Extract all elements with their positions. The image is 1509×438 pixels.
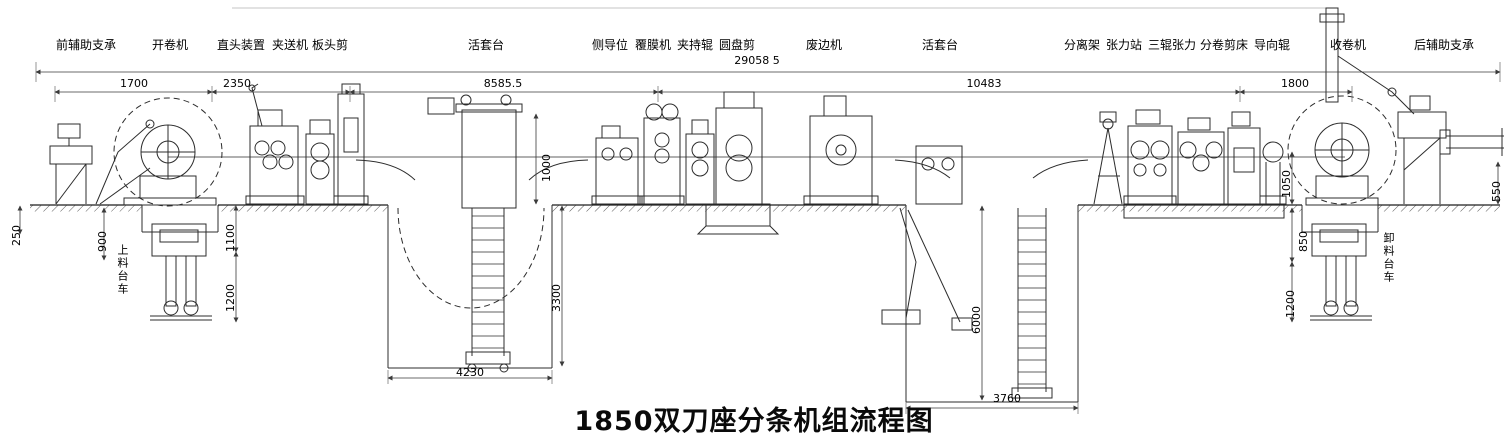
station-label-three-roll: 三辊张力 [1148,38,1197,52]
laminator-drawing [639,103,685,205]
straightener-drawing [245,83,305,205]
ground-line [30,204,1500,212]
dim-2350: 2350 [223,77,251,90]
side-guide-drawing [591,125,643,205]
station-label-guide-roller: 导向辊 [1254,38,1291,52]
station-label-rear-support: 后辅助支承 [1414,38,1475,52]
scrap-edge-drawing [803,95,973,331]
dim-3300: 3300 [550,284,563,312]
station-label-straightener: 直头装置 [217,38,266,52]
station-label-recoiler: 收卷机 [1330,38,1367,52]
dim-1200-left: 1200 [224,284,237,312]
guide-roller-drawing [1123,141,1287,219]
dim-8585-5: 8585.5 [483,77,523,90]
station-label-side-guide: 侧导位 [592,38,629,52]
unloading-trolley-drawing [1301,205,1379,321]
station-label-loop-table-1: 活套台 [468,38,505,52]
dim-1700: 1700 [120,77,148,90]
disc-shear-drawing [696,91,780,235]
station-label-loop-table-2: 活套台 [922,38,959,52]
rear-support-drawing [1397,95,1504,204]
front-support-drawing [49,123,93,205]
station-label-pinch-roll: 夹送机 [272,38,309,52]
dim-900: 900 [96,231,109,252]
dim-10483: 10483 [966,77,1002,90]
station-label-scrap-edge: 废边机 [806,38,843,52]
dim-4230: 4230 [456,366,484,379]
station-label-uncoiler: 开卷机 [152,38,189,52]
dim-1100: 1100 [224,224,237,252]
station-label-head-shear: 板头剪 [312,38,349,52]
dim-1800: 1800 [1281,77,1309,90]
unloading-trolley-label: 卸料台车 [1382,232,1395,284]
dimension-lines [17,62,1501,414]
recoiler-drawing [1287,7,1415,206]
station-label-laminator: 覆膜机 [635,38,672,52]
loop-table-1-drawing [355,94,589,373]
strip-loop-arc [397,207,545,309]
dim-1200-right: 1200 [1284,290,1297,318]
clamp-roll-drawing [685,119,715,205]
dim-250: 250 [10,225,23,246]
diagram-title: 1850双刀座分条机组流程图 [574,406,934,437]
head-shear-drawing [333,83,369,205]
loading-trolley-drawing [141,205,219,321]
dim-550: 550 [1490,181,1503,202]
uncoiler-drawing [95,97,223,207]
dim-1050: 1050 [1280,170,1293,198]
dim-1000: 1000 [540,154,553,182]
three-roll-tension-drawing [1177,117,1225,205]
station-label-tension-station: 张力站 [1106,38,1143,52]
station-label-front-support: 前辅助支承 [56,38,117,52]
station-label-disc-shear: 圆盘剪 [719,38,756,52]
station-label-slitting-shear: 分卷剪床 [1200,38,1249,52]
slitting-shear-drawing [1227,111,1261,205]
station-label-clamp-roll: 夹持辊 [677,38,714,52]
uncoiler-coil-circle [113,97,223,207]
station-label-separator-frame: 分离架 [1064,38,1101,52]
pinch-roll-drawing [305,119,335,205]
recoiler-coil-circle [1287,95,1397,205]
loop-table-2-drawing [894,145,1089,403]
separator-frame-drawing [1093,111,1123,205]
dim-overall: 29058 5 [734,54,780,67]
loading-trolley-label: 上料台车 [116,244,129,296]
dim-6000: 6000 [970,306,983,334]
dim-3760: 3760 [993,392,1021,405]
dim-850: 850 [1297,231,1310,252]
